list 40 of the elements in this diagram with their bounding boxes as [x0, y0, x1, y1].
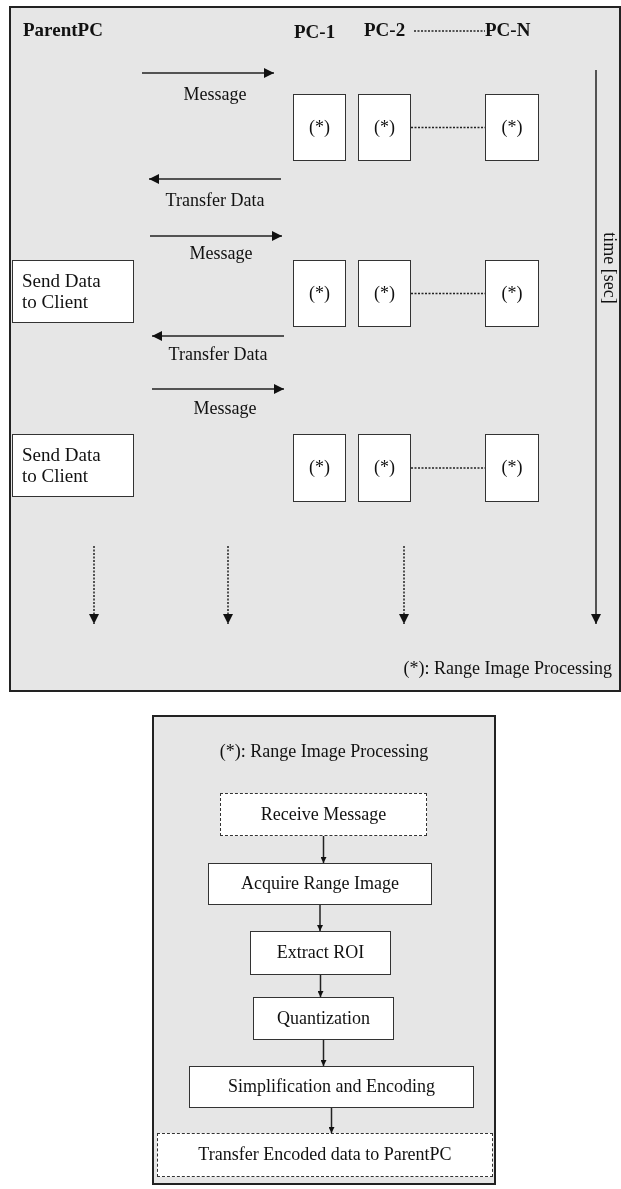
column-heading: PC-N	[485, 19, 541, 43]
process-box: Acquire Range Image	[208, 863, 432, 905]
arrow	[317, 904, 323, 932]
process-box: (*)	[293, 94, 346, 161]
process-box: Send Data to Client	[12, 260, 134, 323]
connector-line	[410, 467, 486, 469]
panel	[152, 715, 496, 1185]
arrow	[320, 1039, 327, 1067]
text-label: Message	[183, 85, 247, 105]
panel	[9, 6, 621, 692]
process-box: (*)	[358, 260, 411, 327]
connector-line	[410, 292, 486, 295]
process-box: (*)	[358, 434, 411, 502]
panel-heading: (*): Range Image Processing	[218, 741, 430, 762]
process-box: Transfer Encoded data to ParentPC	[157, 1133, 493, 1177]
arrow	[320, 835, 327, 864]
text-label: Transfer Data	[165, 191, 265, 211]
axis-label: time [sec]	[599, 232, 619, 304]
text-label: (*): Range Image Processing	[403, 659, 612, 679]
process-box: Receive Message	[220, 793, 427, 836]
process-box: Simplification and Encoding	[189, 1066, 474, 1108]
connector-line	[410, 126, 486, 129]
process-box: (*)	[358, 94, 411, 161]
column-heading: ParentPC	[23, 20, 103, 41]
column-heading: PC-2	[364, 19, 414, 43]
process-box: (*)	[485, 260, 539, 327]
process-box: (*)	[485, 434, 539, 502]
text-label: Transfer Data	[168, 345, 268, 365]
process-box: Send Data to Client	[12, 434, 134, 497]
column-heading: PC-1	[294, 22, 336, 43]
text-label: Message	[193, 399, 257, 419]
process-box: (*)	[293, 434, 346, 502]
connector-line	[413, 30, 486, 32]
process-box: Quantization	[253, 997, 394, 1040]
process-box: (*)	[293, 260, 346, 327]
text-label: Message	[189, 244, 253, 264]
arrow	[328, 1107, 335, 1134]
process-box: Extract ROI	[250, 931, 391, 975]
arrow	[317, 974, 324, 998]
process-box: (*)	[485, 94, 539, 161]
